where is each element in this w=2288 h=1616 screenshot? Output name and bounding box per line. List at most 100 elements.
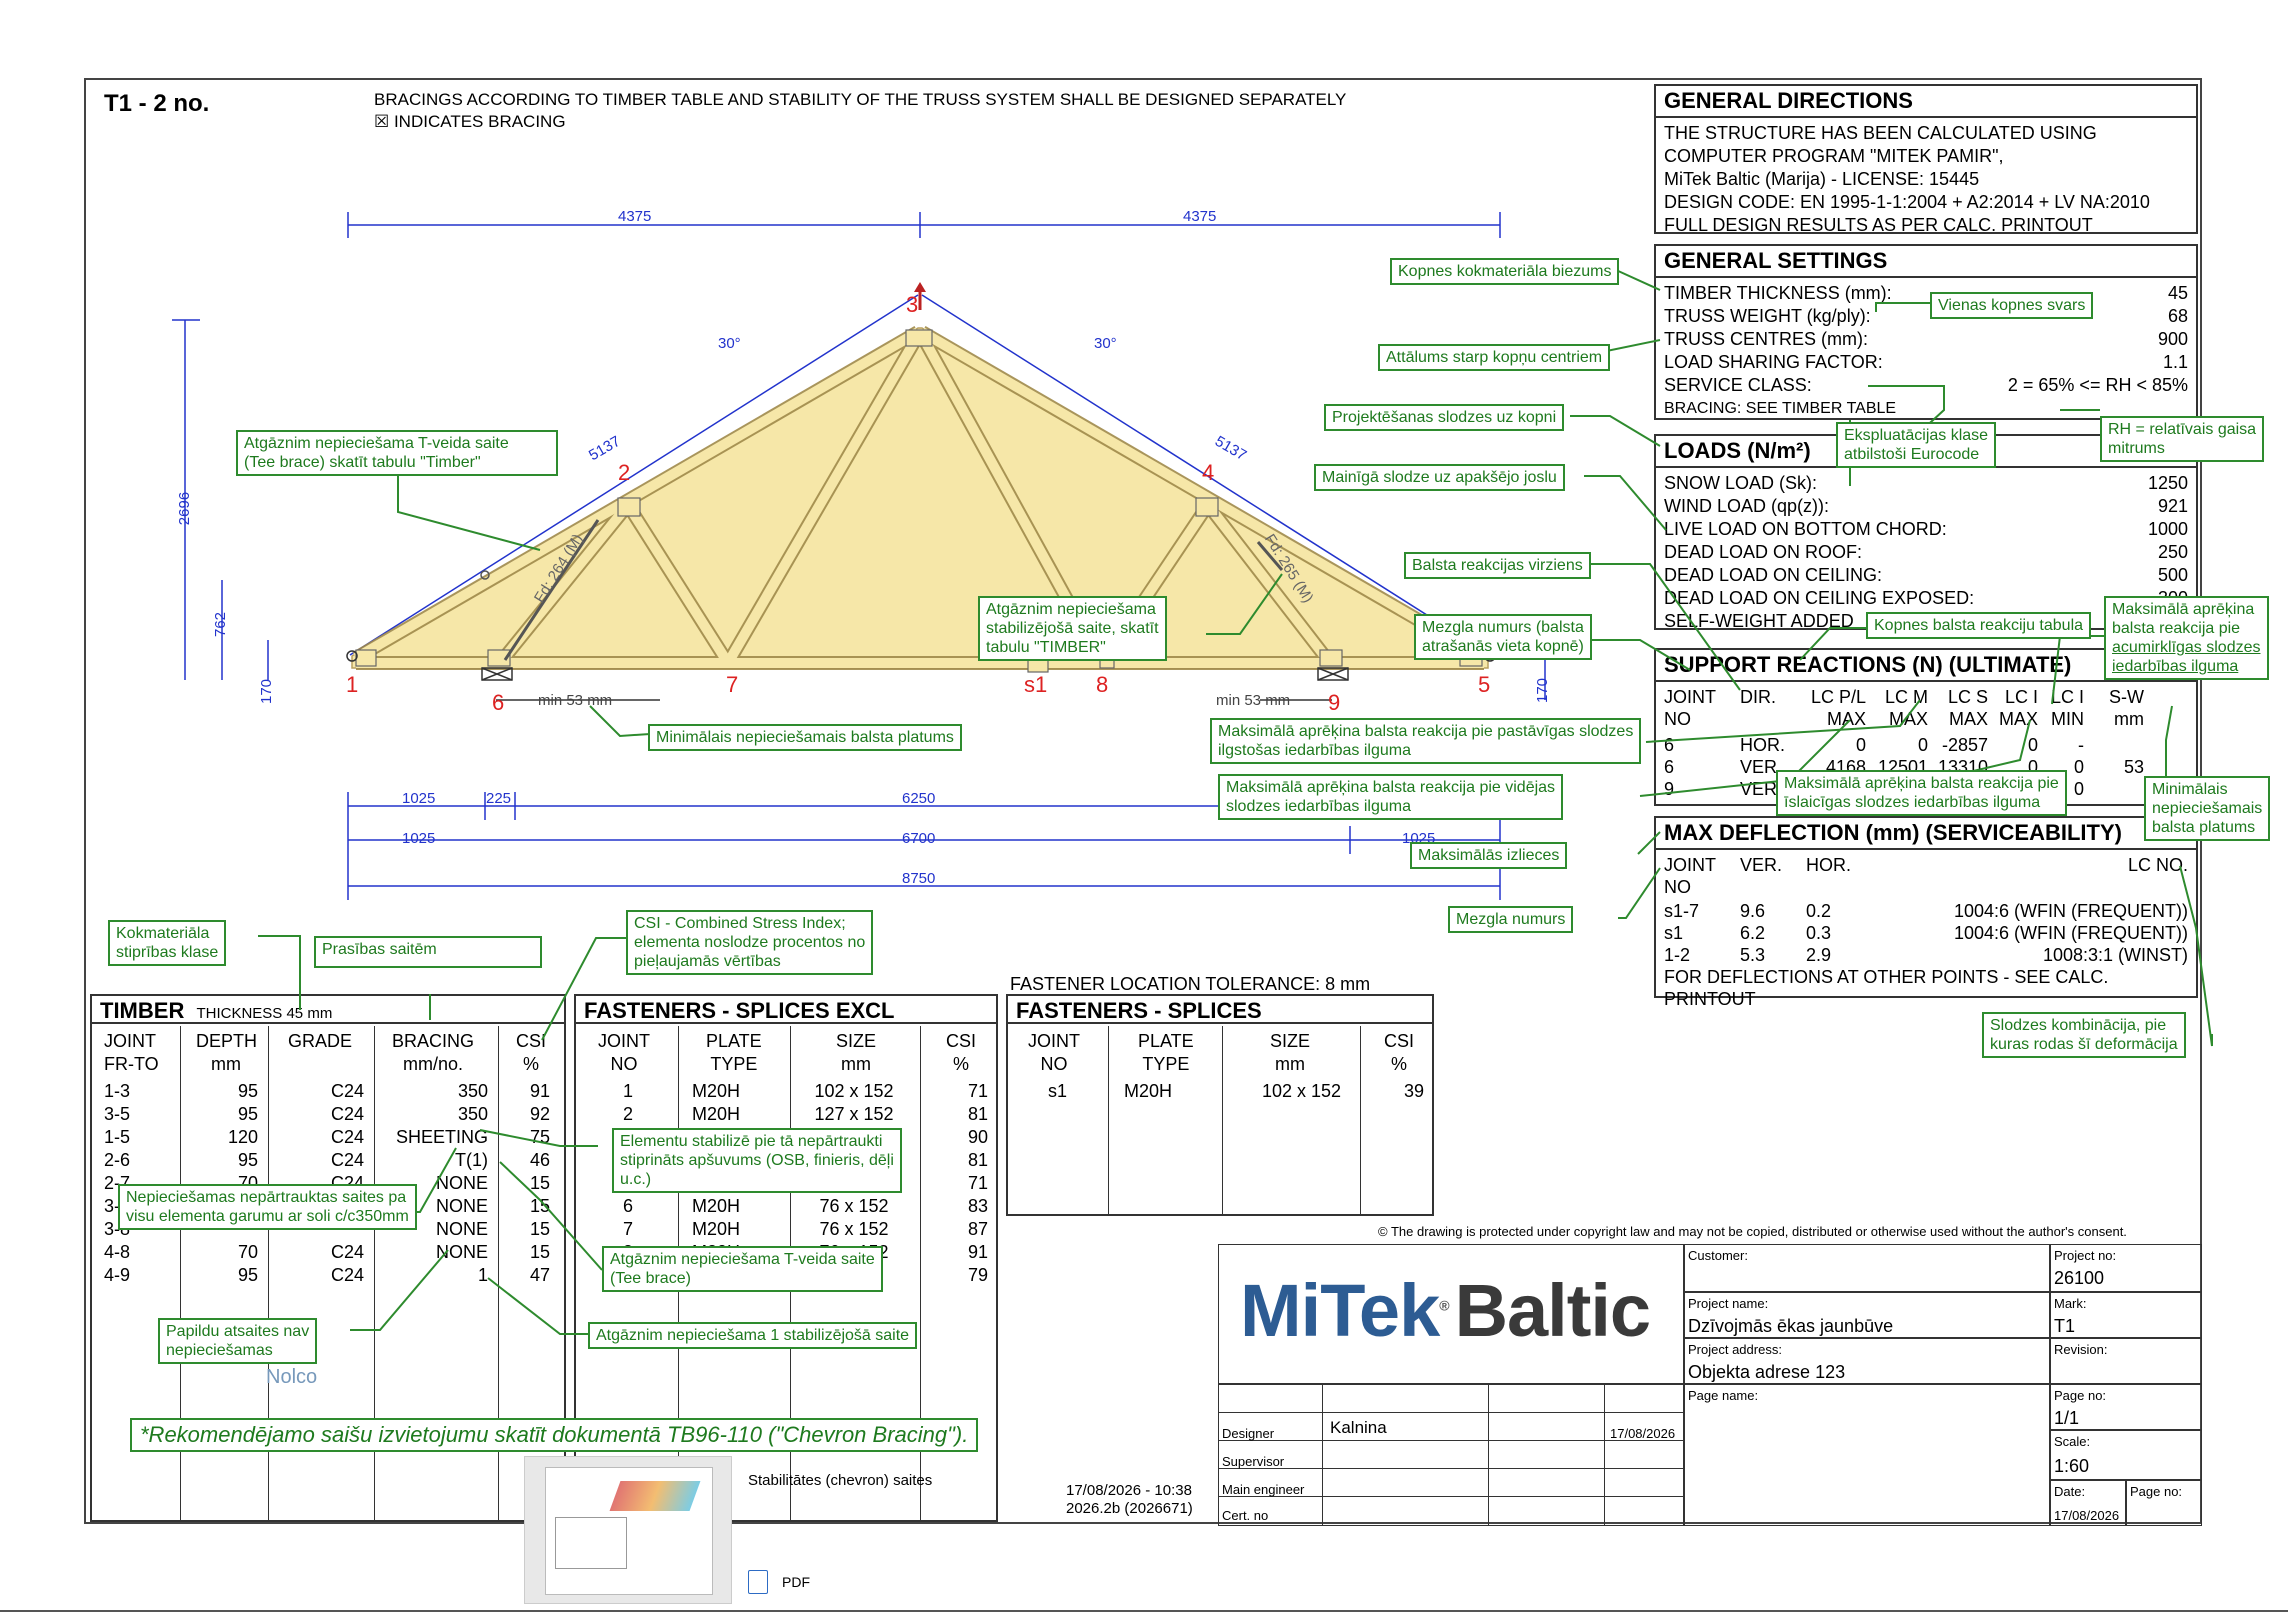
sr-head: LC I MIN <box>2050 687 2084 729</box>
fx-cell: 76 x 152 <box>819 1219 889 1239</box>
timber-cell: 46 <box>529 1150 550 1170</box>
df-cell: 1004:6 (WFIN (FREQUENT)) <box>1953 901 2188 921</box>
fx-cell: 81 <box>967 1150 988 1170</box>
sr-cell: 6 <box>1664 757 1675 777</box>
sr-head: LC P/L MAX <box>1810 687 1866 729</box>
mitek-logo: MiTek®Baltic <box>1240 1269 1651 1352</box>
angle-right: 30° <box>1094 335 1117 352</box>
fx-cell: 91 <box>967 1242 988 1262</box>
df-head: LC NO. <box>2127 855 2188 875</box>
fx-cell: 71 <box>967 1081 988 1101</box>
timber-cell: 1-3 <box>104 1081 131 1101</box>
timber-cell: 92 <box>529 1104 550 1124</box>
timber-cell: 120 <box>227 1127 258 1147</box>
fx-cell: 102 x 152 <box>814 1081 894 1101</box>
gs-row: TRUSS CENTRES (mm):900 <box>1664 329 2188 349</box>
sr-cell: -2857 <box>1941 735 1988 755</box>
fx-cell: 2 <box>622 1104 633 1124</box>
fx-cell: M20H <box>692 1081 741 1101</box>
timber-cell: 95 <box>237 1265 258 1285</box>
df-cell: 1004:6 (WFIN (FREQUENT)) <box>1953 923 2188 943</box>
truss-id: T1 - 2 no. <box>104 90 210 117</box>
page-name-label: Page name: <box>1688 1388 1759 1403</box>
note-medium-load: Maksimālā aprēķina balsta reakcija pie v… <box>1218 774 1564 820</box>
designer-label: Designer <box>1222 1426 1275 1441</box>
fx-cell: M20H <box>692 1196 741 1216</box>
gs-row: TIMBER THICKNESS (mm):45 <box>1664 283 2188 303</box>
gs-row: SERVICE CLASS:2 = 65% <= RH < 85% <box>1664 375 2188 395</box>
gd-line: FULL DESIGN RESULTS AS PER CALC. PRINTOU… <box>1664 215 2093 235</box>
sr-cell: 0 <box>1855 735 1866 755</box>
mark-label: Mark: <box>2054 1296 2087 1311</box>
main-engineer-label: Main engineer <box>1222 1482 1305 1497</box>
node-5: 5 <box>1478 672 1491 697</box>
sr-head: LC I MAX <box>1998 687 2038 729</box>
general-settings-title: GENERAL SETTINGS <box>1656 246 2196 278</box>
note-truss-weight: Vienas kopnes svars <box>1930 292 2094 319</box>
timber-cell: 91 <box>529 1081 550 1101</box>
sr-cell: 0 <box>1917 735 1928 755</box>
note-reaction-table: Kopnes balsta reakciju tabula <box>1866 612 2092 639</box>
general-directions-title: GENERAL DIRECTIONS <box>1656 86 2196 118</box>
timber-cell: 15 <box>529 1219 550 1239</box>
sr-cell: 0 <box>2073 779 2084 799</box>
fs-cell: M20H <box>1124 1081 1173 1101</box>
pdf-icon <box>748 1570 768 1594</box>
note-one-brace: Atgāznim nepieciešama 1 stabilizējošā sa… <box>588 1322 918 1349</box>
sr-cell: HOR. <box>1740 735 1785 755</box>
span-left: 4375 <box>618 208 652 225</box>
df-cell: 0.2 <box>1806 901 1832 921</box>
fx-cell: 79 <box>967 1265 988 1285</box>
timber-cell: 350 <box>457 1104 488 1124</box>
df-footer: FOR DEFLECTIONS AT OTHER POINTS - SEE CA… <box>1664 967 2109 1009</box>
fs-cell: 102 x 152 <box>1262 1081 1342 1101</box>
bottom-bar <box>0 1610 2288 1612</box>
timber-cell: C24 <box>330 1242 364 1262</box>
gs-row: TRUSS WEIGHT (kg/ply):68 <box>1664 306 2188 326</box>
page-no2-label: Page no: <box>2130 1484 2183 1499</box>
note-csi: CSI - Combined Stress Index;elementa nos… <box>626 910 874 975</box>
node-9: 9 <box>1328 690 1341 715</box>
node-6: 6 <box>492 690 505 715</box>
dim2-b: 6700 <box>902 830 936 847</box>
attachment-thumbnail[interactable] <box>524 1456 732 1604</box>
project-no-label: Project no: <box>2054 1248 2117 1263</box>
node-s1: s1 <box>1024 672 1048 697</box>
df-head: VER. <box>1740 855 1783 875</box>
timber-cell: 95 <box>237 1150 258 1170</box>
angle-left: 30° <box>718 335 741 352</box>
fastener-tolerance: FASTENER LOCATION TOLERANCE: 8 mm <box>1010 974 1371 994</box>
timber-cell: 4-9 <box>104 1265 131 1285</box>
timber-cell: C24 <box>330 1081 364 1101</box>
fx-cell: 1 <box>622 1081 633 1101</box>
sr-cell: 0 <box>2073 757 2084 777</box>
note-timber-thickness: Kopnes kokmateriāla biezums <box>1390 258 1620 285</box>
version: 2026.2b (2026671) <box>1066 1500 1193 1517</box>
df-cell: s1 <box>1664 923 1684 943</box>
height-total: 2696 <box>176 491 194 526</box>
timber-cell: 70 <box>237 1242 258 1262</box>
fs-cell: 39 <box>1404 1081 1425 1101</box>
note-tee-brace: Atgāznim nepieciešama T-veida saite(Tee … <box>236 430 558 476</box>
attachment-title[interactable]: Stabilitātes (chevron) saites <box>748 1472 933 1489</box>
th: CSI% <box>1384 1031 1415 1074</box>
df-cell: 1008:3:1 (WINST) <box>2042 945 2188 965</box>
fx-cell: 71 <box>967 1173 988 1193</box>
timber-cell: C24 <box>330 1265 364 1285</box>
sr-head: JOINT NO <box>1664 687 1716 729</box>
df-cell: 5.3 <box>1740 945 1766 965</box>
fasteners-splices-title: FASTENERS - SPLICES <box>1008 996 1432 1024</box>
dim2-a: 1025 <box>402 830 436 847</box>
df-head: HOR. <box>1806 855 1851 875</box>
